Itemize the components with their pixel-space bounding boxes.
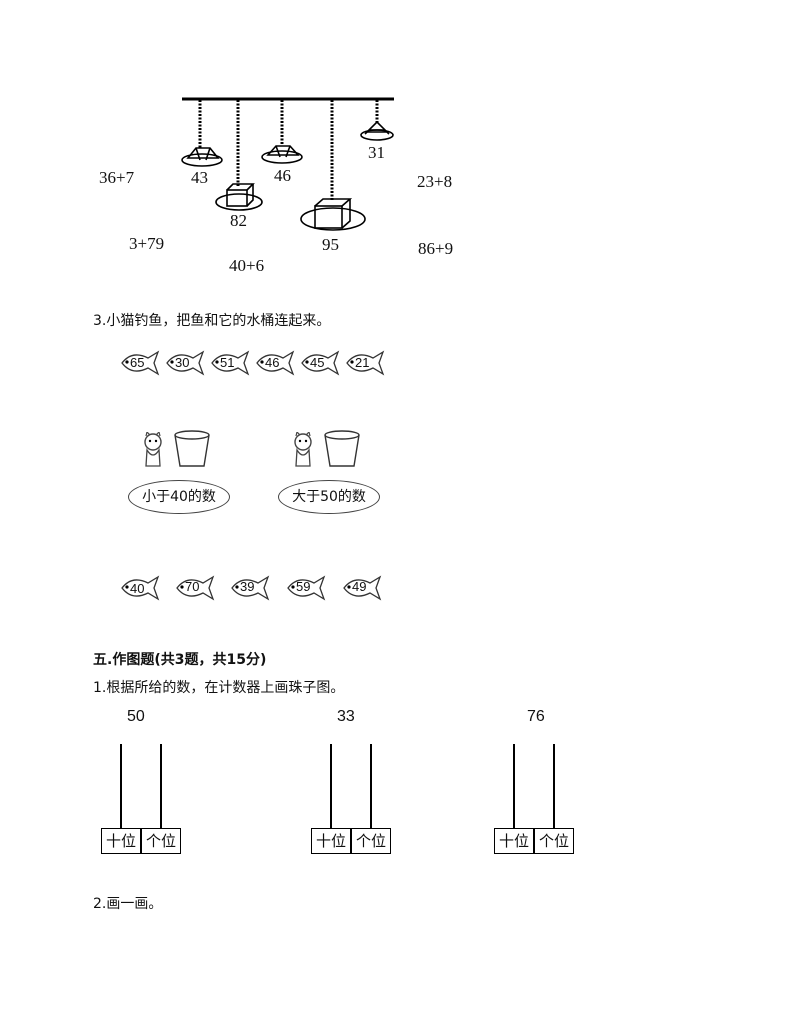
- bucket-label: 大于50的数: [278, 480, 380, 514]
- cat-bucket-group: 小于40的数: [128, 428, 238, 520]
- hanging-shapes-figure: [181, 97, 394, 231]
- fish[interactable]: 49: [340, 573, 382, 603]
- fish-icon: [287, 575, 326, 601]
- prism-shape: [181, 147, 223, 167]
- fish-number: 49: [352, 579, 367, 594]
- fish-icon: [121, 350, 160, 376]
- fish-icon: [121, 575, 160, 601]
- fish[interactable]: 59: [284, 573, 326, 603]
- cube-shape: [215, 183, 263, 211]
- prism-shape: [261, 145, 303, 164]
- fish[interactable]: 39: [228, 573, 270, 603]
- ones-label: 个位: [351, 828, 391, 854]
- tens-label: 十位: [311, 828, 351, 854]
- fish-number: 30: [175, 355, 190, 370]
- fish-icon: [256, 350, 295, 376]
- bottom-fish-row: 40 70 39 59 49: [118, 573, 388, 603]
- ones-label: 个位: [534, 828, 574, 854]
- place-value-row: 十位 个位: [311, 828, 393, 854]
- fish-number: 21: [355, 355, 370, 370]
- fish[interactable]: 70: [173, 573, 215, 603]
- place-value-row: 十位 个位: [494, 828, 576, 854]
- fish-icon: [343, 575, 382, 601]
- bucket-icon[interactable]: [172, 430, 212, 470]
- fish-number: 46: [265, 355, 280, 370]
- cat-icon: [294, 432, 312, 467]
- question-3-text: 3.小猫钓鱼，把鱼和它的水桶连起来。: [93, 313, 331, 329]
- shape-number: 31: [368, 143, 385, 162]
- abacus[interactable]: 76 十位 个位: [494, 706, 578, 856]
- fish[interactable]: 30: [163, 348, 205, 378]
- abacus[interactable]: 33 十位 个位: [311, 706, 395, 856]
- expression: 3+79: [129, 234, 165, 253]
- fish-icon: [176, 575, 215, 601]
- fish-number: 40: [130, 581, 145, 596]
- top-fish-row: 65 30 51 46 45 21: [118, 348, 388, 378]
- expression: 23+8: [417, 172, 453, 191]
- fish-icon: [346, 350, 385, 376]
- fish-icon: [231, 575, 270, 601]
- fish[interactable]: 51: [208, 348, 250, 378]
- fish-number: 59: [296, 579, 311, 594]
- abacus-rod[interactable]: [330, 744, 332, 828]
- fish-number: 65: [130, 355, 145, 370]
- shape-number: 43: [191, 168, 208, 187]
- abacus-rod[interactable]: [160, 744, 162, 828]
- fish-icon: [166, 350, 205, 376]
- place-value-row: 十位 个位: [101, 828, 183, 854]
- section-heading: 五.作图题(共3题，共15分): [93, 652, 267, 668]
- fish-number: 39: [240, 579, 255, 594]
- abacus-rod[interactable]: [553, 744, 555, 828]
- fish-icon: [211, 350, 250, 376]
- fish[interactable]: 65: [118, 348, 160, 378]
- fish-icon: [301, 350, 340, 376]
- bucket-icon[interactable]: [322, 430, 362, 470]
- abacus[interactable]: 50 十位 个位: [101, 706, 185, 856]
- fish-number: 51: [220, 355, 235, 370]
- fish[interactable]: 45: [298, 348, 340, 378]
- question-2-text: 2.画一画。: [93, 896, 163, 912]
- expression: 36+7: [99, 168, 135, 187]
- ones-label: 个位: [141, 828, 181, 854]
- abacus-rod[interactable]: [513, 744, 515, 828]
- expression: 86+9: [418, 239, 454, 258]
- shape-number: 46: [274, 166, 291, 185]
- fish-number: 45: [310, 355, 325, 370]
- cat-bucket-group: 大于50的数: [276, 428, 386, 520]
- question-1-text: 1.根据所给的数，在计数器上画珠子图。: [93, 680, 345, 696]
- abacus-number: 33: [337, 708, 355, 725]
- fish[interactable]: 21: [343, 348, 385, 378]
- tens-label: 十位: [494, 828, 534, 854]
- abacus-rod[interactable]: [120, 744, 122, 828]
- pyramid-shape: [360, 120, 394, 141]
- abacus-rod[interactable]: [370, 744, 372, 828]
- bucket-label: 小于40的数: [128, 480, 230, 514]
- abacus-number: 50: [127, 708, 145, 725]
- cat-icon: [144, 432, 162, 467]
- cuboid-shape: [300, 198, 366, 231]
- fish-number: 70: [185, 579, 200, 594]
- tens-label: 十位: [101, 828, 141, 854]
- fish[interactable]: 46: [253, 348, 295, 378]
- expression: 40+6: [229, 256, 265, 275]
- abacus-number: 76: [527, 708, 545, 725]
- shape-number: 95: [322, 235, 339, 254]
- fish[interactable]: 40: [118, 573, 160, 603]
- shape-number: 82: [230, 211, 247, 230]
